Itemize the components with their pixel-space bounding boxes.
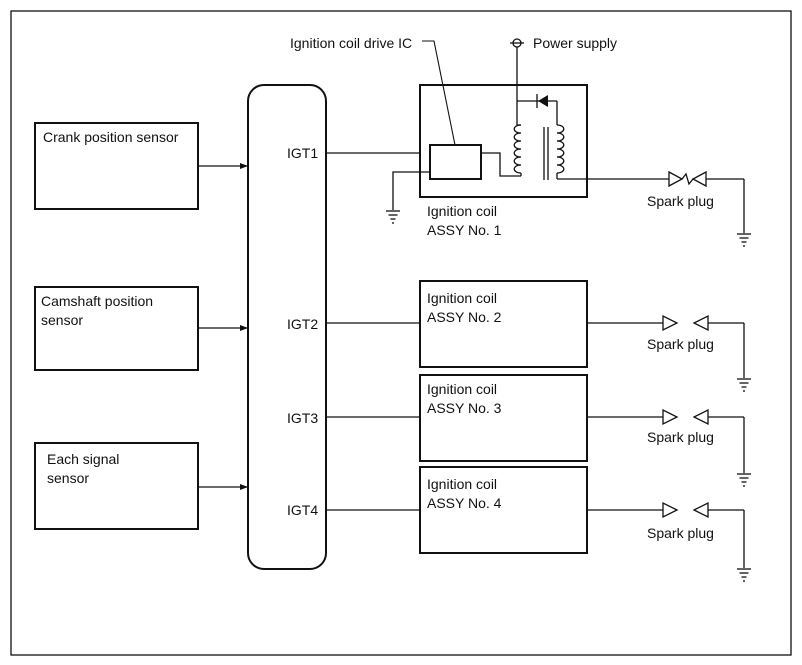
spark-plug-icon [662,408,709,426]
ground-icon [737,378,751,392]
sensor-camshaft-position: Camshaft position sensor [34,286,199,371]
igt2-label: IGT2 [287,316,318,332]
coil-1-label-1: Ignition coil [427,203,497,219]
sensor-each-label-2: sensor [47,470,89,486]
igt1-label: IGT1 [287,145,318,161]
sensor-camshaft-label-1: Camshaft position [41,293,153,309]
spark-plug-3: Spark plug [647,408,751,487]
igt3-label: IGT3 [287,410,318,426]
spark-plug-icon [668,170,707,188]
coil-4-label-1: Ignition coil [427,476,497,492]
coil-assy-3: Ignition coil ASSY No. 3 [419,374,588,462]
ecu-block [247,84,327,570]
power-supply-label: Power supply [533,35,617,51]
sensor-crank-label: Crank position sensor [43,129,179,145]
spark-plug-2: Spark plug [647,314,751,392]
sensor-each-signal: Each signal sensor [34,442,199,530]
coil-2-label-1: Ignition coil [427,290,497,306]
coil-3-label-2: ASSY No. 3 [427,400,502,416]
ground-icon [737,473,751,487]
drive-ic-label: Ignition coil drive IC [290,35,412,51]
secondary-coil-icon [556,124,565,179]
coil-3-label-1: Ignition coil [427,381,497,397]
primary-coil-icon [513,124,522,176]
spark-plug-icon [662,501,709,519]
igt4-label: IGT4 [287,502,318,518]
sensor-crank-position: Crank position sensor [34,122,199,210]
drive-ic-block [429,144,482,180]
spark-plug-1-label: Spark plug [647,193,714,209]
ground-icon [386,210,400,224]
coil-4-label-2: ASSY No. 4 [427,495,502,511]
spark-plug-4: Spark plug [647,501,751,582]
diode-icon [536,94,548,108]
outer-frame [10,10,792,656]
coil-assy-1: Power supply Ignition coil ASSY No. 1 [386,35,617,238]
ground-icon [737,233,751,247]
sensor-camshaft-label-2: sensor [41,312,83,328]
spark-plug-2-label: Spark plug [647,336,714,352]
spark-plug-1: Spark plug [647,170,751,247]
ground-icon [737,568,751,582]
coil-2-label-2: ASSY No. 2 [427,309,502,325]
coil-1-label-2: ASSY No. 1 [427,222,502,238]
coil-assy-2: Ignition coil ASSY No. 2 [419,280,588,368]
coil-assy-4: Ignition coil ASSY No. 4 [419,466,588,554]
drive-ic-callout [422,40,456,146]
spark-plug-3-label: Spark plug [647,429,714,445]
spark-plug-4-label: Spark plug [647,525,714,541]
spark-plug-icon [662,314,709,332]
sensor-each-label-1: Each signal [47,451,119,467]
power-supply-terminal-icon [510,38,524,48]
